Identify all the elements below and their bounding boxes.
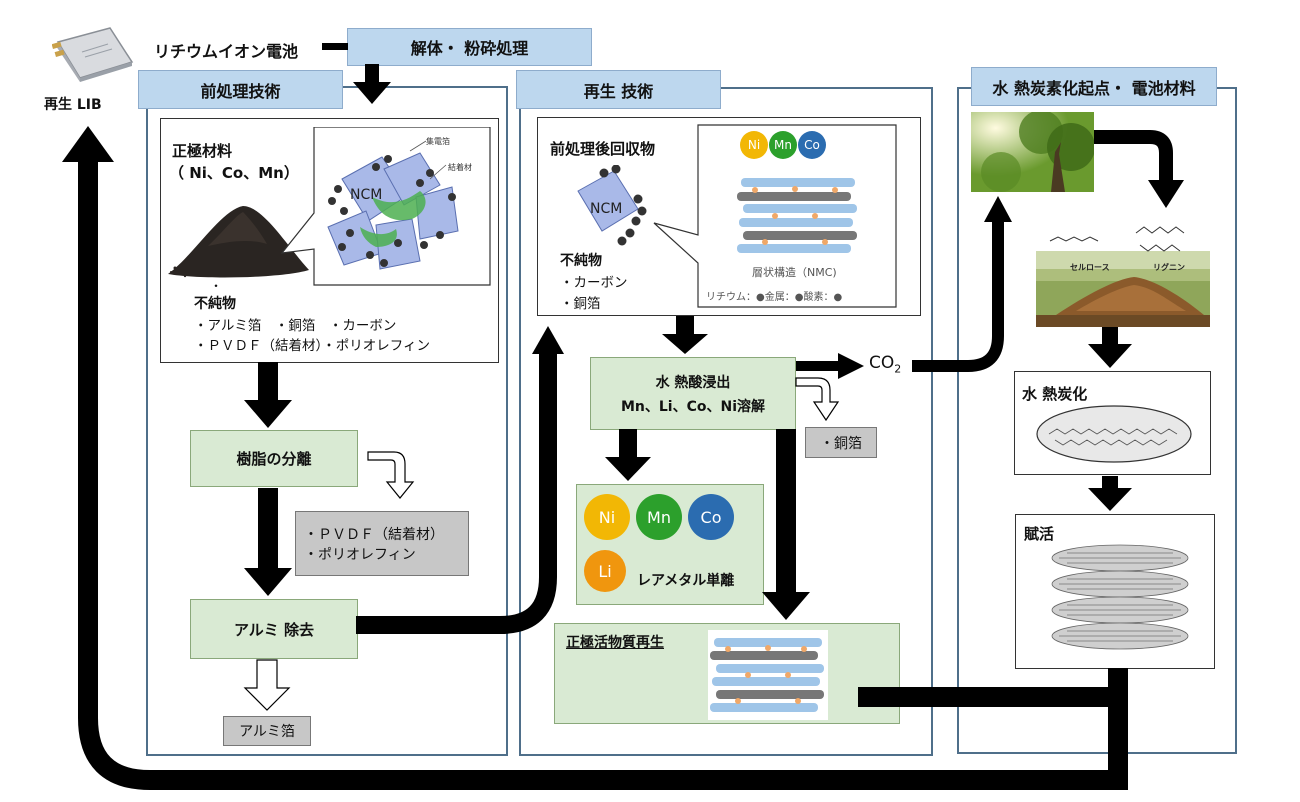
impurities-line2: ・ＰＶＤＦ（結着材）・ポリオレフィン [194,338,430,354]
co-label: Co [700,507,722,527]
resin-output-pvdf: ・ＰＶＤＦ（結着材） [304,527,444,543]
graphene-stack-image [1047,538,1193,658]
cellulose-label: セルロース [1070,263,1110,272]
regen-lib-label: 再生 LIB [44,97,102,113]
recovered-title: 前処理後回収物 [550,140,656,158]
co-small-icon: Co [798,131,826,159]
battery-icon [51,22,134,84]
liion-connector [322,43,348,50]
acid-leaching-title: 水 熱酸浸出 [655,374,731,391]
al-foil-label: アルミ箔 [239,724,295,740]
foil-label: 集電箔 [426,137,450,146]
cathode-title: 正極材料 [172,142,233,160]
regen-lattice-image [708,630,828,720]
resin-output-polyolefin: ・ポリオレフィン [304,547,416,563]
dismantle-box: 解体・ 粉砕処理 [347,28,592,66]
resin-separation-box: 樹脂の分離 [190,430,358,487]
co2-label: CO2 [869,353,901,375]
co2-subscript: 2 [894,362,902,376]
copper-foil-output-box: ・銅箔 [805,427,877,458]
impurity-carbon: ・カーボン [560,275,628,291]
ni-label: Ni [598,507,616,527]
ncm-label-right: NCM [590,201,623,217]
htc-ellipse [1035,404,1193,464]
impurities-title-right: 不純物 [560,253,602,269]
ni-small-label: Ni [747,138,761,152]
ni-icon: Ni [584,494,630,540]
cathode-regen-label: 正極活物質再生 [566,635,664,651]
ncm-label-left: NCM [350,187,383,203]
return-loop-head [62,126,114,162]
mn-label: Mn [647,507,671,527]
dismantle-arrow-shaft [365,64,379,84]
lattice-legend: リチウム：●金属：●酸素：● [706,292,843,303]
co-icon: Co [688,494,734,540]
binder-label: 結着材 [448,163,472,172]
layered-structure-label: 層状構造（NMC) [752,266,837,279]
liion-label: リチウムイオン電池 [154,42,299,61]
mn-icon: Mn [636,494,682,540]
mn-small-icon: Mn [769,131,797,159]
resin-output-box: ・ＰＶＤＦ（結着材） ・ポリオレフィン [295,511,469,576]
htc-label: 水 熱炭化 [1022,385,1088,403]
pretreatment-title: 前処理技術 [138,70,343,109]
rare-metal-label: レアメタル単離 [637,573,735,589]
tree-photo [971,110,1095,192]
impurity-copper: ・銅箔 [560,296,601,312]
bullet-dot: ・ [210,279,223,293]
impurities-title-left: 不純物 [194,296,236,312]
al-foil-box: アルミ箔 [223,716,311,746]
acid-leaching-box: 水 熱酸浸出 Mn、Li、Co、Ni溶解 [590,357,796,430]
li-label: Li [598,561,612,581]
al-removal-box: アルミ 除去 [190,599,358,659]
regeneration-title: 再生 技術 [516,70,721,109]
lignin-label: リグニン [1153,263,1185,272]
copper-foil-output-label: ・銅箔 [820,435,862,452]
mn-small-label: Mn [774,138,792,152]
impurities-line1: ・アルミ箔 ・銅箔 ・カーボン [194,318,397,334]
co-small-label: Co [804,138,820,152]
li-icon: Li [584,550,626,592]
ni-small-icon: Ni [740,131,768,159]
co2-text: CO [869,353,895,373]
nmc-lattice-image [735,168,860,258]
acid-leaching-detail: Mn、Li、Co、Ni溶解 [620,398,766,415]
ncm-callout [280,126,492,287]
hydrothermal-title: 水 熱炭素化起点・ 電池材料 [971,67,1217,106]
